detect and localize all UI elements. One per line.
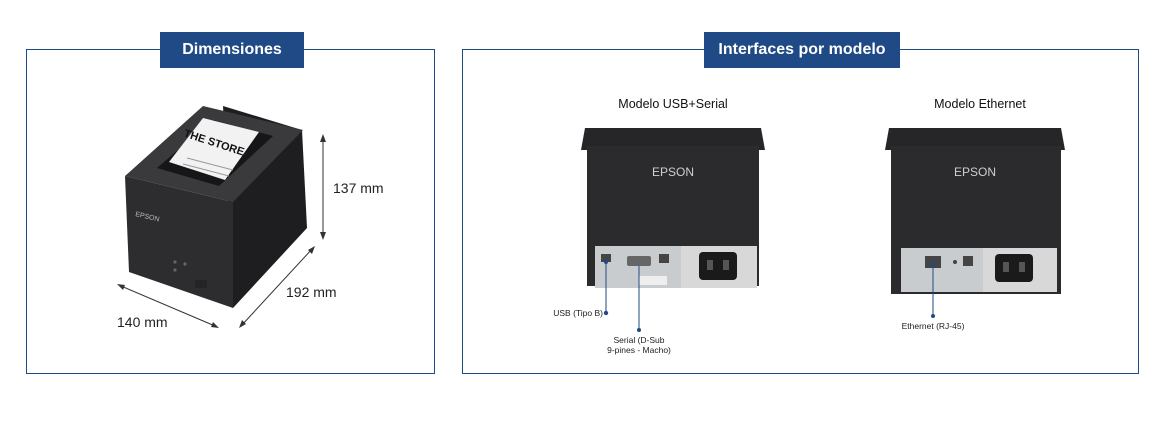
model-ethernet-title: Modelo Ethernet — [934, 97, 1026, 111]
interfaces-illustration: EPSON EPSON — [581, 128, 1065, 332]
printer-dimensions-illustration: THE STORE EPSON — [117, 106, 326, 328]
interfaces-title: Interfaces por modelo — [704, 32, 900, 68]
depth-arrow — [240, 247, 314, 327]
interfaces-panel: Interfaces por modelo Modelo USB+Serial … — [462, 32, 1139, 374]
receipt-paper — [169, 118, 259, 180]
usb-callout-label: USB (Tipo B) — [553, 308, 603, 318]
usb-serial-printer-back — [581, 128, 765, 288]
ethernet-callout-label: Ethernet (RJ-45) — [901, 321, 965, 331]
dimensions-title: Dimensiones — [160, 32, 304, 68]
width-label: 140 mm — [117, 314, 168, 330]
ethernet-brand: EPSON — [954, 165, 996, 179]
printer-front — [125, 176, 233, 308]
depth-label: 192 mm — [286, 284, 337, 300]
usb-serial-brand: EPSON — [652, 165, 694, 179]
dimensions-panel: Dimensiones THE STORE EPSON 137 mm — [26, 32, 435, 374]
model-usb-serial-title: Modelo USB+Serial — [618, 97, 728, 111]
serial-callout-line1: Serial (D-Sub — [613, 335, 665, 345]
serial-callout-line2: 9-pines - Macho) — [607, 345, 671, 355]
ethernet-printer-back — [885, 128, 1065, 294]
width-arrow — [120, 285, 216, 327]
height-label: 137 mm — [333, 180, 384, 196]
